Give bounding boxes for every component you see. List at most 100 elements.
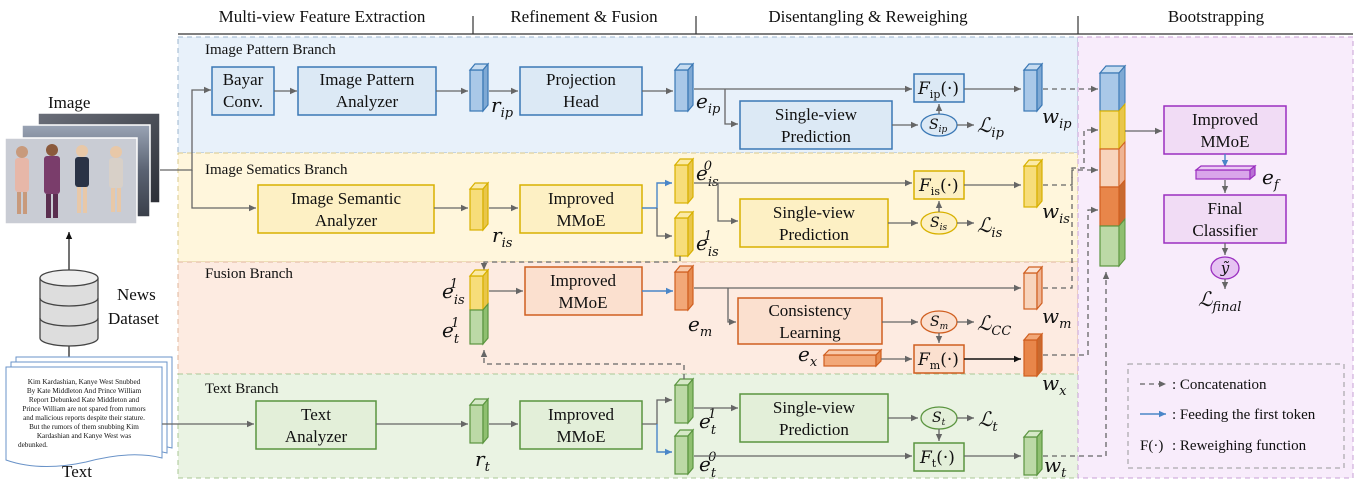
ta-label-1: Text xyxy=(301,405,331,424)
fusion-e-t1-symbol: et1 xyxy=(442,316,460,347)
isa-label-1: Image Semantic xyxy=(291,189,401,208)
ipa-label-1: Image Pattern xyxy=(320,70,415,89)
dataset-label-line2: Dataset xyxy=(108,309,159,328)
e-is0-token xyxy=(673,157,695,205)
r-is-symbol: ris xyxy=(492,223,513,251)
l-cc-symbol: ℒCC xyxy=(977,311,1011,339)
image-semantic-analyzer-box xyxy=(257,184,435,234)
image-label: Image xyxy=(48,93,90,112)
proj-label-2: Head xyxy=(563,92,599,111)
e-x-token xyxy=(822,348,883,368)
w-is-token xyxy=(1022,158,1044,209)
w-x-symbol: wx xyxy=(1042,371,1067,399)
stage-headers: Multi-view Feature Extraction Refinement… xyxy=(178,7,1353,35)
image-input: Image News Dataset Kim Kardashian, Ka xyxy=(4,93,173,481)
bootstrapping: Improved MMoE ef Final Classifier ỹ ℒfin… xyxy=(1098,64,1287,315)
bayar-label-1: Bayar xyxy=(223,70,264,89)
r-t-symbol: rt xyxy=(475,447,491,475)
f-t-box xyxy=(913,442,965,472)
concatenated-feature-stack xyxy=(1098,64,1127,268)
r-ip-token xyxy=(468,62,490,113)
svp-t-label-1: Single-view xyxy=(773,398,856,417)
input-connectors xyxy=(160,86,256,428)
cons-label-1: Consistency xyxy=(768,301,852,320)
f-is-box xyxy=(913,170,965,200)
e-m-symbol: em xyxy=(688,312,712,340)
legend-reweigh: : Reweighing function xyxy=(1172,438,1307,454)
mmoe-is-label-1: Improved xyxy=(548,189,615,208)
header-refinement-fusion: Refinement & Fusion xyxy=(510,7,658,26)
final-classifier-box xyxy=(1163,194,1287,244)
bayar-conv-box xyxy=(211,66,275,116)
image-pattern-branch: Bayar Conv. Image Pattern Analyzer rip P… xyxy=(211,62,1098,150)
news-line-4: Prince William are not spared from rumor… xyxy=(22,405,146,413)
svp-t-label-2: Prediction xyxy=(779,420,849,439)
f-m-box xyxy=(913,344,965,374)
mmoe-t-label-2: MMoE xyxy=(556,427,605,446)
svp-is-label-2: Prediction xyxy=(779,225,849,244)
fusion-branch: eis1 et1 Improved MMoE em Consistency Le… xyxy=(442,166,1098,399)
e-ip-token xyxy=(673,62,695,113)
svp-text-box xyxy=(739,393,889,443)
l-final-symbol: ℒfinal xyxy=(1198,287,1241,315)
mmoe-b-label-2: MMoE xyxy=(1200,132,1249,151)
l-ip-symbol: ℒip xyxy=(977,113,1005,141)
e-m-token xyxy=(673,264,695,312)
w-t-token xyxy=(1022,429,1044,477)
mmoe-is-label-2: MMoE xyxy=(556,211,605,230)
branch-title-text: Text Branch xyxy=(205,381,279,397)
e-t0-token xyxy=(673,428,695,476)
r-ip-symbol: rip xyxy=(491,93,514,121)
legend-concat: : Concatenation xyxy=(1172,377,1267,393)
mmoe-bootstrap-box xyxy=(1163,105,1287,155)
header-feature-extraction: Multi-view Feature Extraction xyxy=(219,7,426,26)
s-is-symbol: Sis xyxy=(930,215,947,233)
header-bootstrapping: Bootstrapping xyxy=(1168,7,1265,26)
branch-title-image-semantics: Image Sematics Branch xyxy=(205,162,348,178)
w-m-symbol: wm xyxy=(1042,304,1071,332)
branch-title-fusion: Fusion Branch xyxy=(205,266,293,282)
l-t-symbol: ℒt xyxy=(978,407,998,435)
w-ip-symbol: wip xyxy=(1042,104,1072,132)
news-line-7: Kardashian and Kanye West was xyxy=(37,432,131,440)
w-m-token xyxy=(1022,265,1044,311)
svp-ip-label-1: Single-view xyxy=(775,105,858,124)
cons-label-2: Learning xyxy=(779,323,841,342)
dataset-label-line1: News xyxy=(117,285,156,304)
legend-reweigh-symbol: F(·) xyxy=(1140,438,1163,454)
legend-feed: : Feeding the first token xyxy=(1172,407,1316,423)
e-x-symbol: ex xyxy=(798,342,818,370)
s-t-symbol: St xyxy=(932,410,946,428)
svp-ip-box xyxy=(739,100,893,150)
header-disentangling-reweighing: Disentangling & Reweighing xyxy=(768,7,968,26)
s-ip-symbol: Sip xyxy=(929,117,947,135)
mmoe-text-box xyxy=(519,400,643,450)
f-m-symbol: Fm(·) xyxy=(917,350,959,372)
e-t1-token xyxy=(673,377,695,425)
w-t-symbol: wt xyxy=(1044,453,1067,481)
image-semantics-branch: Image Semantic Analyzer ris Improved MMo… xyxy=(257,126,1098,260)
news-line-1: Kim Kardashian, Kanye West Snubbed xyxy=(28,378,141,386)
e-is1-token xyxy=(673,210,695,258)
news-text-document: Kim Kardashian, Kanye West Snubbed By Ka… xyxy=(5,356,173,467)
news-dataset-icon xyxy=(39,269,99,347)
e-t1-symbol: et1 xyxy=(699,407,717,438)
fusion-e-t1-token xyxy=(469,302,489,346)
isa-label-2: Analyzer xyxy=(315,211,378,230)
legend: : Concatenation : Feeding the first toke… xyxy=(1127,363,1345,469)
mmoe-b-label-1: Improved xyxy=(1192,110,1259,129)
ta-label-2: Analyzer xyxy=(285,427,348,446)
e-f-symbol: ef xyxy=(1262,165,1281,193)
mmoe-is-box xyxy=(519,184,643,234)
e-t0-symbol: et0 xyxy=(699,450,717,481)
fusion-e-is1-symbol: eis1 xyxy=(442,277,465,308)
news-line-3: Report Debunked Kate Middleton and xyxy=(29,396,140,404)
s-m-symbol: Sm xyxy=(930,314,948,332)
text-branch: Text Analyzer rt Improved MMoE et1 et0 xyxy=(255,272,1110,481)
mmoe-fusion-box xyxy=(524,266,643,316)
w-x-token xyxy=(1022,332,1044,378)
fc-label-2: Classifier xyxy=(1192,221,1257,240)
news-line-5: and malicious reports despite their stat… xyxy=(23,414,145,422)
mmoe-f-label-2: MMoE xyxy=(558,293,607,312)
photo-figures-icon xyxy=(15,144,123,218)
